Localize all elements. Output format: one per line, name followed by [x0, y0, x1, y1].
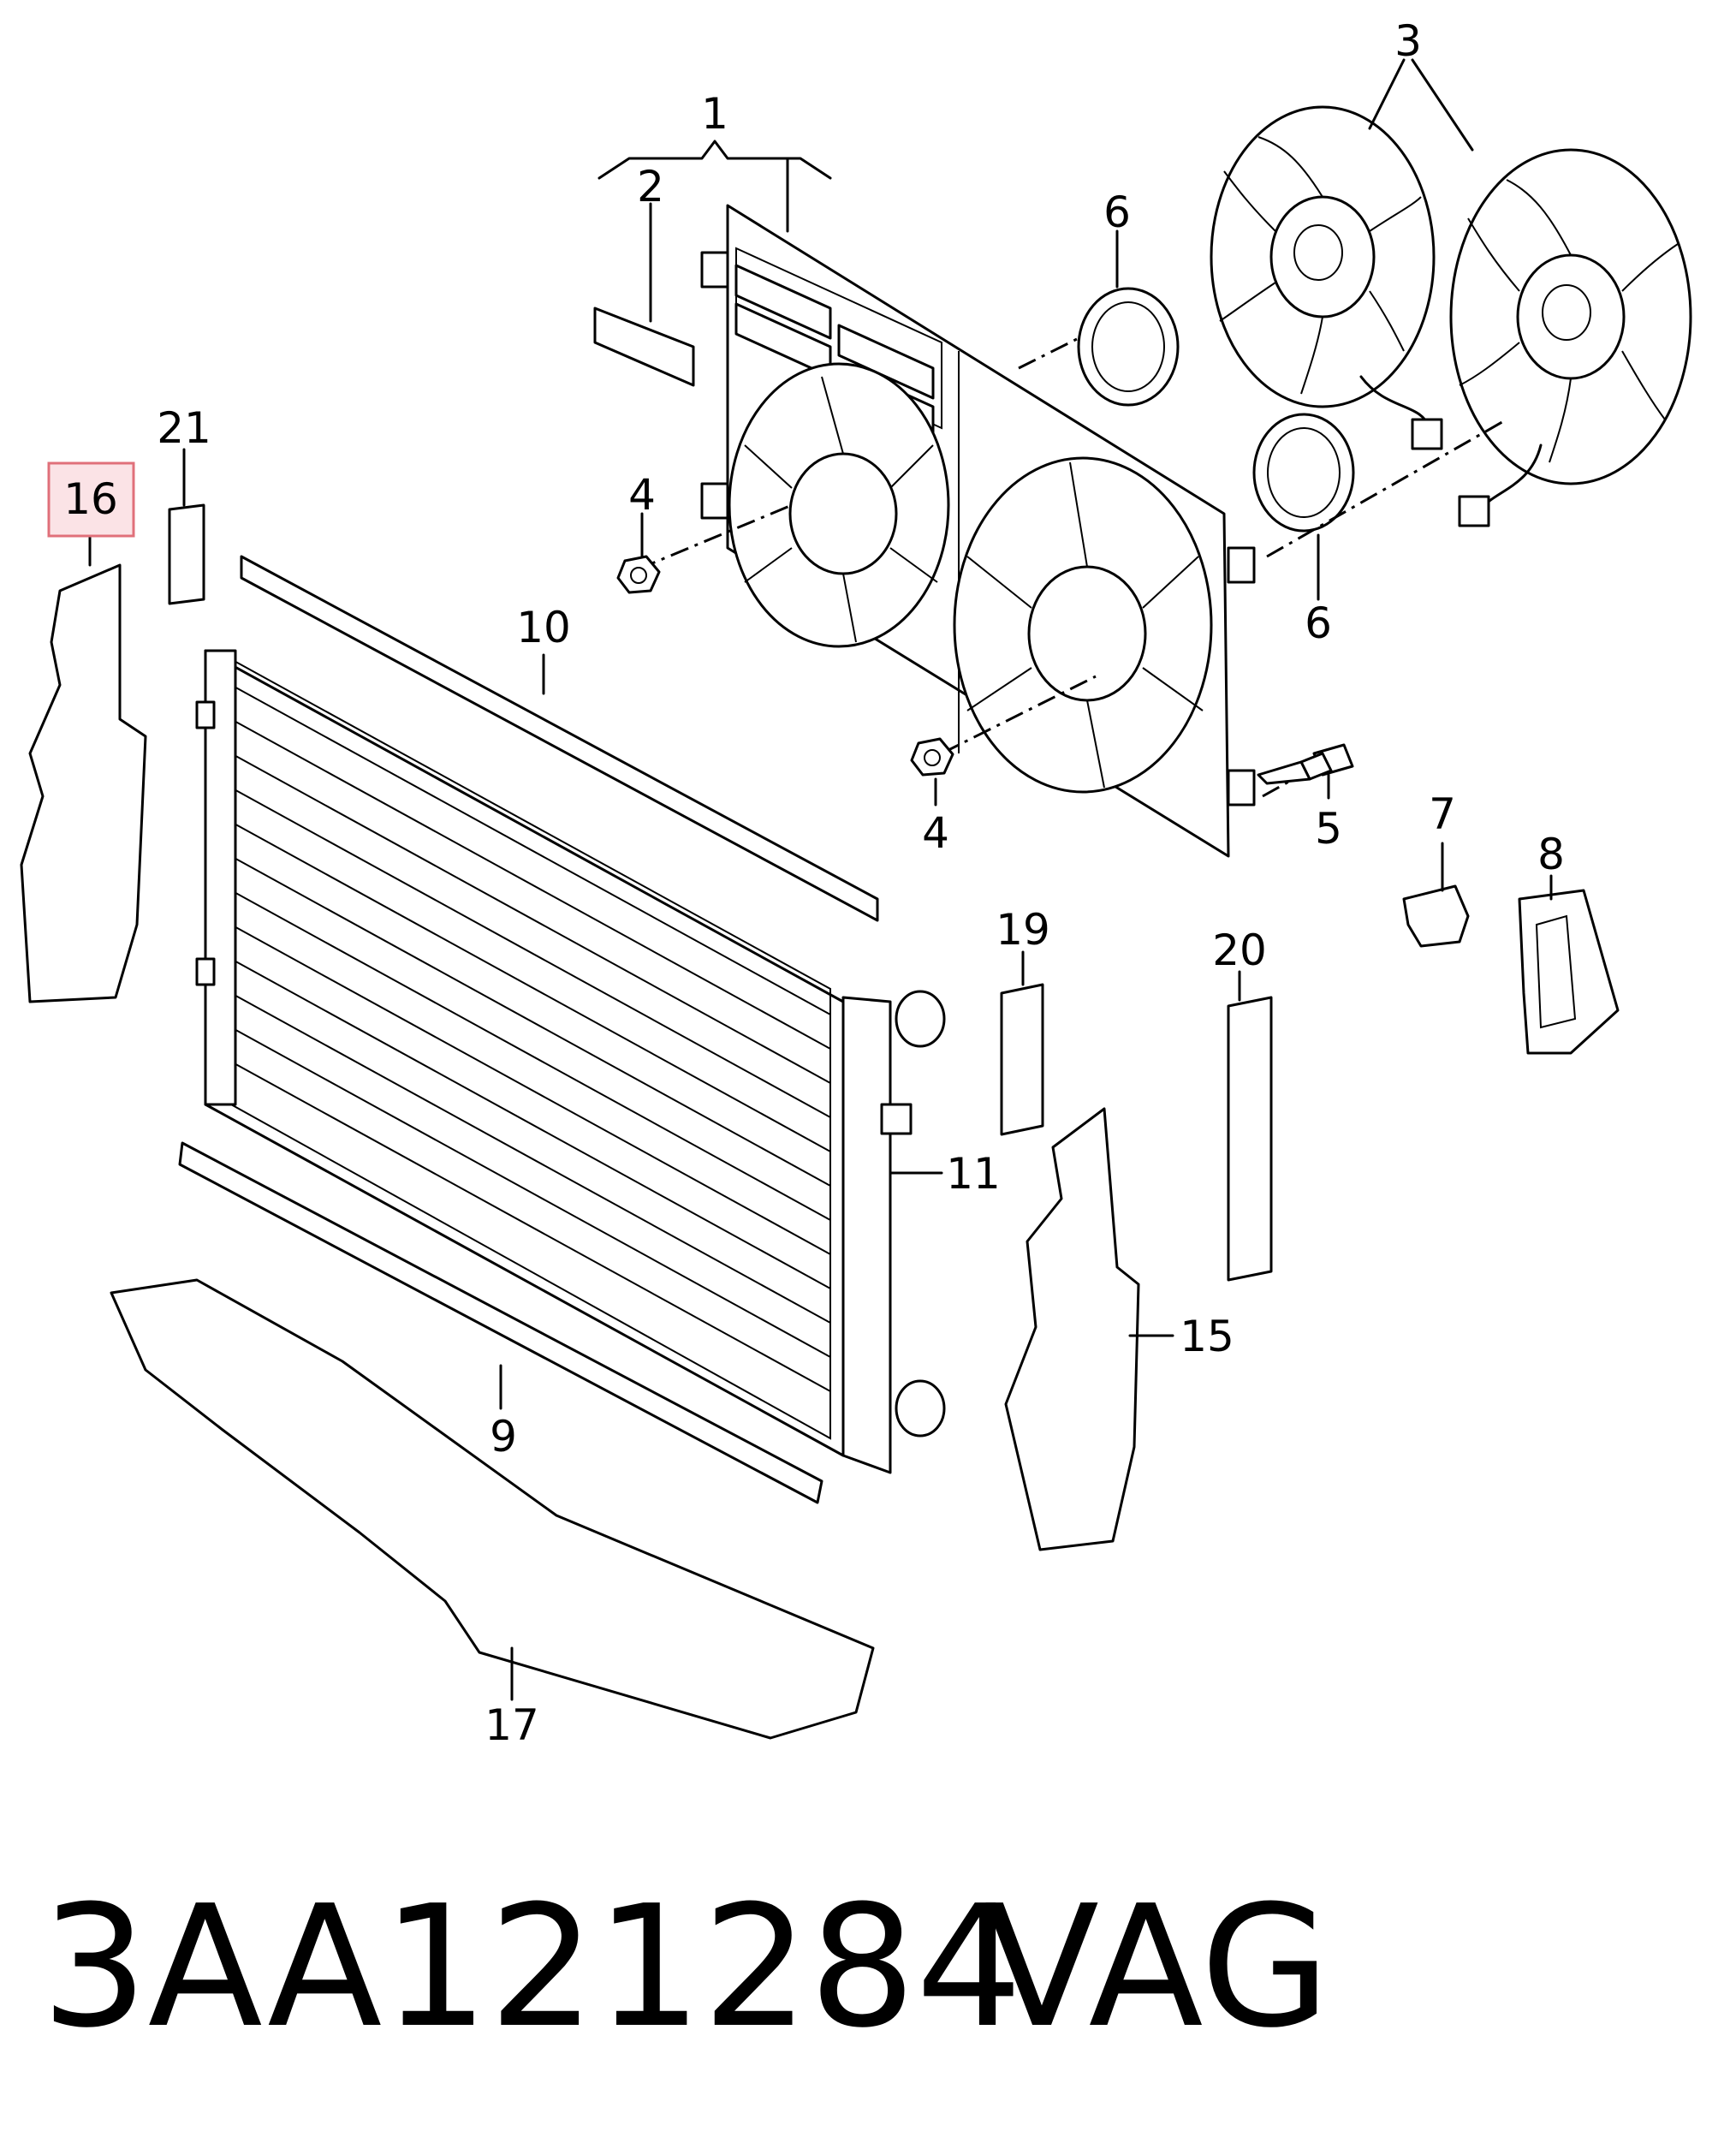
- right-air-guide: [1004, 1107, 1140, 1551]
- callout-8: 8: [1537, 830, 1565, 879]
- clip: [1402, 884, 1470, 948]
- brand: VAG: [984, 1870, 1330, 2065]
- highlight-box: [47, 461, 135, 538]
- foam-block-20: [1227, 996, 1273, 1282]
- ring-upper: [1077, 287, 1180, 407]
- nut-lower: [910, 737, 954, 777]
- upper-seal-strip: [240, 555, 879, 922]
- lower-deflector: [110, 1278, 875, 1740]
- callout-4-lower: 4: [922, 808, 949, 858]
- callout-6-lower: 6: [1305, 598, 1332, 648]
- callout-20: 20: [1212, 926, 1267, 975]
- callout-6-upper: 6: [1103, 188, 1131, 237]
- part-number: 3AA121284: [41, 1870, 1023, 2065]
- callout-19: 19: [996, 905, 1050, 955]
- callout-11: 11: [946, 1149, 1001, 1199]
- callout-5: 5: [1315, 804, 1342, 854]
- lower-seal-strip: [178, 1141, 823, 1504]
- callout-9: 9: [490, 1412, 517, 1461]
- radiator: [195, 649, 946, 1474]
- screw: [1257, 743, 1354, 785]
- callout-3: 3: [1394, 16, 1422, 66]
- callout-4-upper: 4: [628, 470, 656, 520]
- label-strip: [593, 307, 695, 387]
- callout-15: 15: [1180, 1312, 1234, 1361]
- callout-2: 2: [637, 162, 664, 211]
- ring-lower: [1252, 413, 1355, 533]
- callout-labels: 1 2 3 4 4 5 6 6 7 8 9 10 11 15 16 17 19 …: [63, 16, 1565, 1750]
- leader-lines: [88, 58, 1553, 1701]
- foam-block-21: [168, 503, 205, 605]
- callout-16: 16: [63, 474, 118, 524]
- nut-upper: [616, 555, 661, 594]
- callout-1: 1: [701, 89, 728, 139]
- left-air-guide: [20, 563, 147, 1003]
- callout-10: 10: [516, 603, 571, 652]
- bracket: [1518, 889, 1620, 1055]
- fan-shroud: [700, 204, 1256, 858]
- fan-right: [1449, 148, 1692, 527]
- foam-block-19: [1000, 983, 1044, 1136]
- fan-left: [1210, 105, 1443, 450]
- callout-21: 21: [157, 403, 211, 453]
- callout-17: 17: [485, 1700, 539, 1750]
- callout-7: 7: [1429, 789, 1456, 839]
